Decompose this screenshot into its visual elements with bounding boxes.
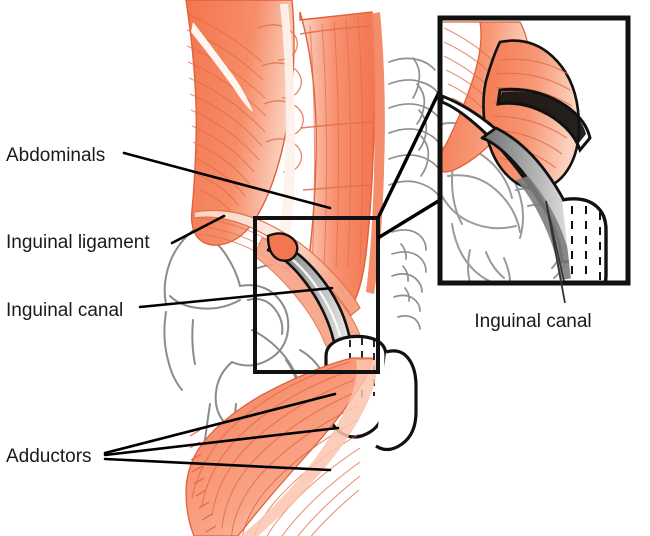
leader-inguinal-canal-left	[138, 286, 334, 309]
leader-lines	[103, 151, 340, 472]
callout-connector-bottom-line	[377, 198, 441, 240]
tendinous-streak	[191, 22, 253, 112]
callout-connector-top-line	[376, 89, 442, 219]
leader-adductors-3	[103, 457, 332, 472]
adductor-medial-band	[240, 360, 377, 536]
leader-inguinal-ligament	[170, 214, 226, 245]
vertebral-column-outline	[388, 57, 440, 330]
lateral-border-strip	[366, 12, 385, 294]
inset-box-frame	[437, 15, 631, 286]
inset-illustration	[442, 21, 608, 281]
leader-adductors-1	[103, 392, 337, 455]
label-abdominals: Abdominals	[6, 145, 105, 166]
deep-inguinal-ring	[266, 232, 299, 262]
inset-window-frame	[496, 87, 592, 154]
label-inguinal-ligament: Inguinal ligament	[6, 232, 150, 253]
adductor-fiber-lines	[191, 361, 361, 536]
cord-highlight	[287, 255, 342, 337]
leader-abdominals	[122, 151, 332, 210]
tendinous-intersections	[299, 25, 373, 191]
leader-inguinal-canal-inset	[545, 200, 566, 304]
rectus-fiber-lines	[309, 15, 364, 269]
main-illustration	[163, 0, 440, 536]
label-inguinal-canal: Inguinal canal	[6, 300, 123, 321]
inset-cut-window	[498, 91, 586, 144]
label-adductors: Adductors	[6, 446, 92, 467]
label-inguinal-canal-inset: Inguinal canal	[474, 311, 591, 332]
inset-cord-shadow	[516, 176, 574, 280]
leader-adductors-2	[103, 426, 340, 457]
inset-scrotum-outline	[561, 197, 608, 281]
linea-alba	[272, 4, 296, 270]
